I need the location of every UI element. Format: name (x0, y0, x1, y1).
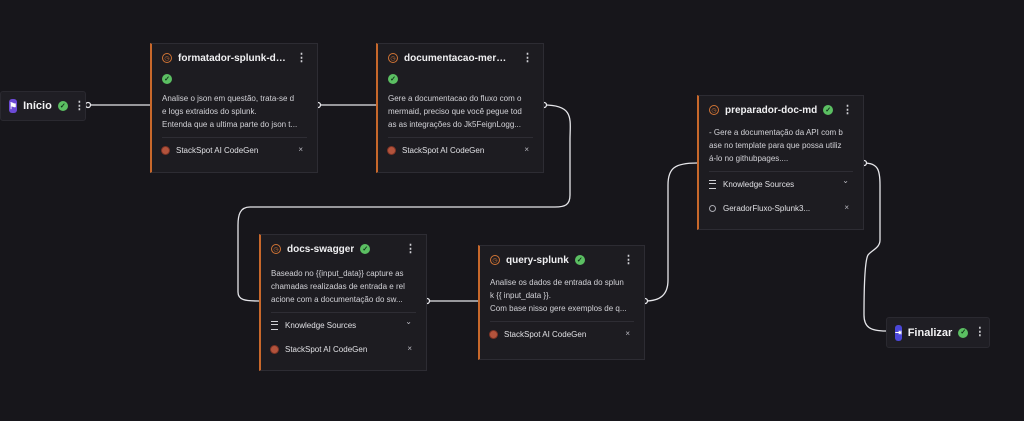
tool-icon (388, 146, 395, 154)
node-description: Analise os dados de entrada do splun k {… (490, 278, 627, 313)
tool-item[interactable]: StackSpot AI CodeGen × (271, 337, 416, 361)
knowledge-sources-label: Knowledge Sources (723, 179, 795, 189)
agent-icon: ◷ (490, 255, 500, 265)
success-check-icon: ✓ (574, 255, 585, 265)
more-options-icon[interactable]: ⋮ (73, 99, 85, 112)
knowledge-sources-label: Knowledge Sources (285, 320, 357, 330)
knowledge-item[interactable]: GeradorFluxo-Splunk3... × (709, 196, 853, 220)
remove-icon[interactable]: × (407, 344, 412, 353)
tool-item[interactable]: StackSpot AI CodeGen × (162, 138, 307, 162)
success-check-icon: ✓ (162, 74, 172, 84)
divider (271, 312, 416, 313)
tool-item[interactable]: StackSpot AI CodeGen × (388, 138, 533, 162)
node-title: preparador-doc-md (725, 104, 818, 116)
success-check-icon: ✓ (57, 101, 68, 111)
knowledge-item-label: GeradorFluxo-Splunk3... (723, 203, 811, 213)
remove-icon[interactable]: × (298, 145, 303, 154)
agent-icon: ◷ (388, 53, 398, 63)
agent-node-preparador-doc-md[interactable]: ◷ preparador-doc-md ✓ ⋮ - Gere a documen… (697, 95, 864, 230)
end-flow-icon: ⇥ (895, 324, 902, 341)
tool-label: StackSpot AI CodeGen (176, 145, 259, 155)
success-check-icon: ✓ (823, 105, 834, 115)
remove-icon[interactable]: × (524, 145, 529, 154)
agent-node-docs-swagger[interactable]: ◷ docs-swagger ✓ ⋮ Baseado no {{input_da… (259, 234, 427, 371)
agent-icon: ◷ (162, 53, 172, 63)
edge-documentacao-to-docs-swagger (237, 104, 571, 302)
tool-label: StackSpot AI CodeGen (402, 145, 485, 155)
agent-icon: ◷ (709, 105, 719, 115)
node-title: docs-swagger (287, 243, 355, 255)
chevron-down-icon[interactable]: ⌄ (842, 176, 849, 185)
start-node-label: Início (23, 100, 52, 112)
node-title: formatador-splunk-da... (178, 52, 286, 64)
knowledge-sources-icon (271, 320, 278, 330)
tool-item[interactable]: StackSpot AI CodeGen × (490, 322, 634, 346)
node-description: - Gere a documentação da API com b ase n… (709, 128, 843, 163)
tool-icon (271, 345, 278, 353)
remove-icon[interactable]: × (844, 203, 849, 212)
chevron-down-icon[interactable]: ⌄ (405, 317, 412, 326)
knowledge-file-icon (709, 204, 716, 212)
flag-icon: ⚑ (9, 99, 18, 113)
tool-label: StackSpot AI CodeGen (285, 344, 368, 354)
edge-query-splunk-to-preparador (644, 162, 698, 302)
node-title: query-splunk (506, 254, 569, 266)
success-check-icon: ✓ (958, 327, 969, 338)
divider (388, 137, 533, 138)
more-options-icon[interactable]: ⋮ (974, 326, 986, 338)
knowledge-sources-toggle[interactable]: Knowledge Sources ⌄ (271, 313, 416, 337)
agent-node-documentacao-mermaid[interactable]: ◷ documentacao-merm... ⋮ ✓ Gere a docume… (376, 43, 544, 173)
output-handle (84, 101, 92, 109)
agent-node-formatador-splunk[interactable]: ◷ formatador-splunk-da... ⋮ ✓ Analise o … (150, 43, 318, 173)
node-description: Baseado no {{input_data}} capture as cha… (271, 269, 405, 304)
edge-preparador-to-finalizar (863, 162, 887, 332)
node-description: Analise o json em questão, trata-se d e … (162, 94, 298, 129)
end-node-label: Finalizar (907, 326, 953, 339)
more-options-icon[interactable]: ⋮ (522, 52, 533, 64)
remove-icon[interactable]: × (625, 329, 630, 338)
knowledge-sources-icon (709, 179, 716, 189)
more-options-icon[interactable]: ⋮ (405, 243, 416, 255)
tool-label: StackSpot AI CodeGen (504, 329, 587, 339)
divider (709, 171, 853, 172)
agent-node-query-splunk[interactable]: ◷ query-splunk ✓ ⋮ Analise os dados de e… (478, 245, 645, 360)
tool-icon (490, 330, 497, 338)
agent-icon: ◷ (271, 244, 281, 254)
success-check-icon: ✓ (388, 74, 398, 84)
more-options-icon[interactable]: ⋮ (296, 52, 307, 64)
node-description: Gere a documentacao do fluxo com o merma… (388, 94, 522, 129)
divider (162, 137, 307, 138)
more-options-icon[interactable]: ⋮ (623, 254, 634, 266)
tool-icon (162, 146, 169, 154)
more-options-icon[interactable]: ⋮ (842, 104, 853, 116)
knowledge-sources-toggle[interactable]: Knowledge Sources ⌄ (709, 172, 853, 196)
divider (490, 321, 634, 322)
node-title: documentacao-merm... (404, 52, 512, 64)
end-node[interactable]: ⇥ Finalizar ✓ ⋮ (886, 317, 990, 348)
success-check-icon: ✓ (360, 244, 371, 254)
start-node[interactable]: ⚑ Início ✓ ⋮ (0, 91, 86, 121)
